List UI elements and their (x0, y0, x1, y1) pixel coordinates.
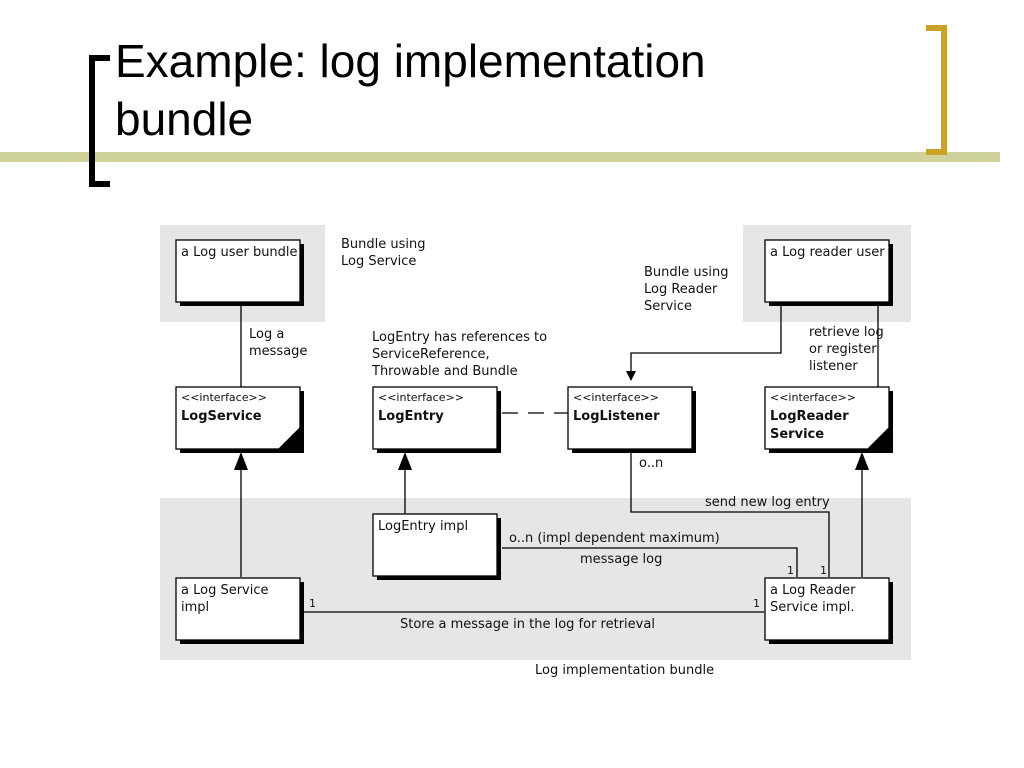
listener-multiplicity: o..n (639, 456, 663, 471)
line-reader-user-to-listener (626, 303, 782, 381)
loglistener-name: LogListener (573, 409, 660, 424)
retrieve-note-3: listener (809, 359, 858, 374)
right-bracket (926, 25, 947, 155)
entry-mult-one: 1 (787, 564, 794, 577)
user-bundle-label: a Log user bundle (181, 245, 298, 260)
logservice-name: LogService (181, 409, 262, 424)
reader-user-label: a Log reader user (770, 245, 885, 260)
listener-mult-one: 1 (820, 564, 827, 577)
logreaderservice-interface-box (764, 386, 893, 453)
service-impl-label-2: impl (181, 600, 209, 615)
log-user-bundle-box (175, 239, 304, 306)
logservice-stereotype: <<interface>> (181, 391, 267, 404)
title-line-2: bundle (115, 93, 254, 145)
service-impl-mult-one: 1 (309, 597, 316, 610)
entry-impl-label: LogEntry impl (378, 519, 468, 534)
logentry-note-3: Throwable and Bundle (371, 364, 518, 379)
impl-dependent-2: message log (580, 552, 662, 567)
connectors (240, 303, 879, 613)
title-underline-band (0, 152, 1000, 162)
logentry-note-2: ServiceReference, (372, 347, 490, 362)
logservice-impl-box (175, 577, 304, 644)
reader-impl-mult-one: 1 (753, 597, 760, 610)
logentry-impl-box (372, 513, 501, 580)
logservice-interface-box (175, 386, 304, 453)
line-listener-to-readerimpl (630, 450, 830, 577)
generalization-arrows (234, 452, 869, 470)
logreaderservice-impl-box (764, 577, 893, 644)
triangle-readerservice (855, 452, 869, 470)
reader-caption-1: Bundle using (644, 265, 729, 280)
retrieve-note-2: or register (809, 342, 877, 357)
log-a-message-2: message (249, 344, 307, 359)
user-bundle-caption-1: Bundle using (341, 237, 426, 252)
log-a-message-1: Log a (249, 327, 284, 342)
log-reader-user-box (764, 239, 893, 306)
logentry-note-1: LogEntry has references to (372, 330, 547, 345)
logentry-stereotype: <<interface>> (378, 391, 464, 404)
loglistener-interface-box (567, 386, 696, 453)
reader-impl-label-1: a Log Reader (770, 583, 856, 598)
impl-dependent-1: o..n (impl dependent maximum) (509, 531, 720, 546)
retrieve-note-1: retrieve log (809, 325, 884, 340)
logentry-name: LogEntry (378, 409, 444, 424)
logentry-interface-box (372, 386, 501, 453)
user-bundle-caption-2: Log Service (341, 254, 416, 269)
readerservice-name-2: Service (770, 427, 824, 442)
readerservice-name-1: LogReader (770, 409, 849, 424)
service-impl-label-1: a Log Service (181, 583, 269, 598)
reader-impl-label-2: Service impl. (770, 600, 854, 615)
impl-bundle-caption: Log implementation bundle (535, 663, 714, 678)
line-entryimpl-to-readerimpl (502, 547, 798, 577)
left-bracket (89, 55, 110, 187)
slide-title: Example: log implementation bundle (115, 32, 895, 148)
triangle-logservice (234, 452, 248, 470)
send-new-entry-label: send new log entry (705, 495, 830, 510)
title-line-1: Example: log implementation (115, 35, 706, 87)
store-message-label: Store a message in the log for retrieval (400, 617, 655, 632)
loglistener-stereotype: <<interface>> (573, 391, 659, 404)
reader-caption-3: Service (644, 299, 692, 314)
reader-caption-2: Log Reader (644, 282, 718, 297)
readerservice-stereotype: <<interface>> (770, 391, 856, 404)
triangle-logentry (398, 452, 412, 470)
